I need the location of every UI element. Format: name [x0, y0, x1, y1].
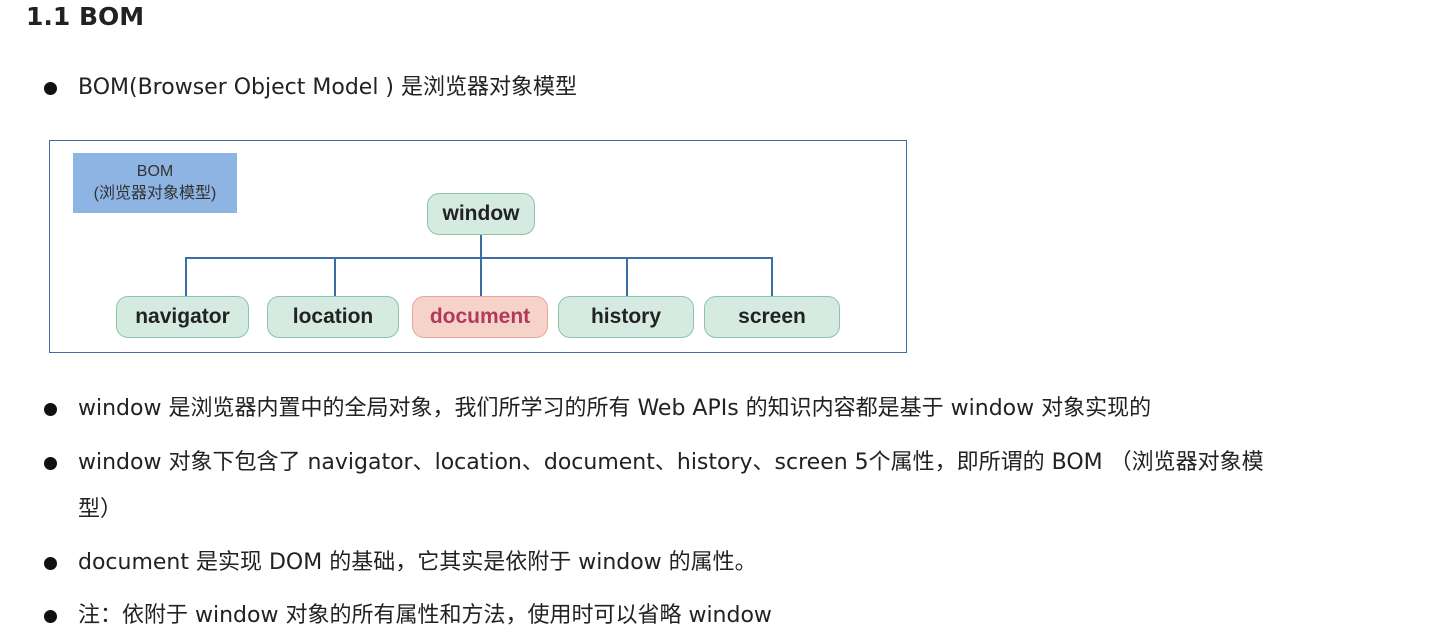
bullet-text: 注：依附于 window 对象的所有属性和方法，使用时可以省略 window	[78, 603, 772, 628]
connector-line	[185, 257, 772, 259]
connector-line	[334, 257, 336, 297]
connector-line	[626, 257, 628, 297]
node-document: document	[412, 296, 548, 338]
bullet-text: BOM(Browser Object Model ) 是浏览器对象模型	[78, 75, 577, 100]
bullet-text-continuation: 型）	[78, 497, 123, 522]
node-screen: screen	[704, 296, 840, 338]
node-history: history	[558, 296, 694, 338]
bom-diagram: BOM (浏览器对象模型) window navigator location …	[49, 140, 907, 353]
bullet-text: window 是浏览器内置中的全局对象，我们所学习的所有 Web APIs 的知…	[78, 396, 1152, 421]
connector-line	[771, 257, 773, 297]
node-location: location	[267, 296, 399, 338]
bullet-icon	[44, 457, 57, 470]
bom-label-title: BOM	[136, 163, 174, 180]
bullet-icon	[44, 610, 57, 623]
bullet-text: window 对象下包含了 navigator、location、documen…	[78, 450, 1264, 475]
bullet-icon	[44, 403, 57, 416]
section-heading: 1.1 BOM	[26, 2, 145, 31]
bullet-icon	[44, 82, 57, 95]
bullet-icon	[44, 557, 57, 570]
connector-line	[480, 235, 482, 297]
node-window: window	[427, 193, 535, 235]
bom-label-subtitle: (浏览器对象模型)	[93, 185, 217, 202]
bullet-text: document 是实现 DOM 的基础，它其实是依附于 window 的属性。	[78, 550, 757, 575]
connector-line	[185, 257, 187, 297]
node-navigator: navigator	[116, 296, 249, 338]
bom-label-box: BOM (浏览器对象模型)	[73, 153, 237, 213]
